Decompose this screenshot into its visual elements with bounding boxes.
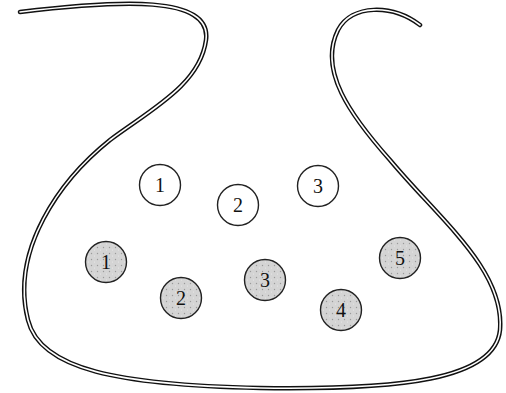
particle-number: 4 <box>319 288 363 332</box>
particle-circle: 5 <box>378 236 422 280</box>
particle-circle: 2 <box>216 183 260 227</box>
particle-number: 3 <box>296 164 340 208</box>
particle-circle: 1 <box>138 163 182 207</box>
particle-number: 5 <box>378 236 422 280</box>
particle-number: 3 <box>243 258 287 302</box>
particle-number: 2 <box>159 276 203 320</box>
particle-circle: 1 <box>84 240 128 284</box>
particle-number: 1 <box>84 240 128 284</box>
particle-circle: 4 <box>319 288 363 332</box>
particle-number: 1 <box>138 163 182 207</box>
particle-circle: 2 <box>159 276 203 320</box>
particle-circle: 3 <box>296 164 340 208</box>
particle-number: 2 <box>216 183 260 227</box>
particle-circle: 3 <box>243 258 287 302</box>
